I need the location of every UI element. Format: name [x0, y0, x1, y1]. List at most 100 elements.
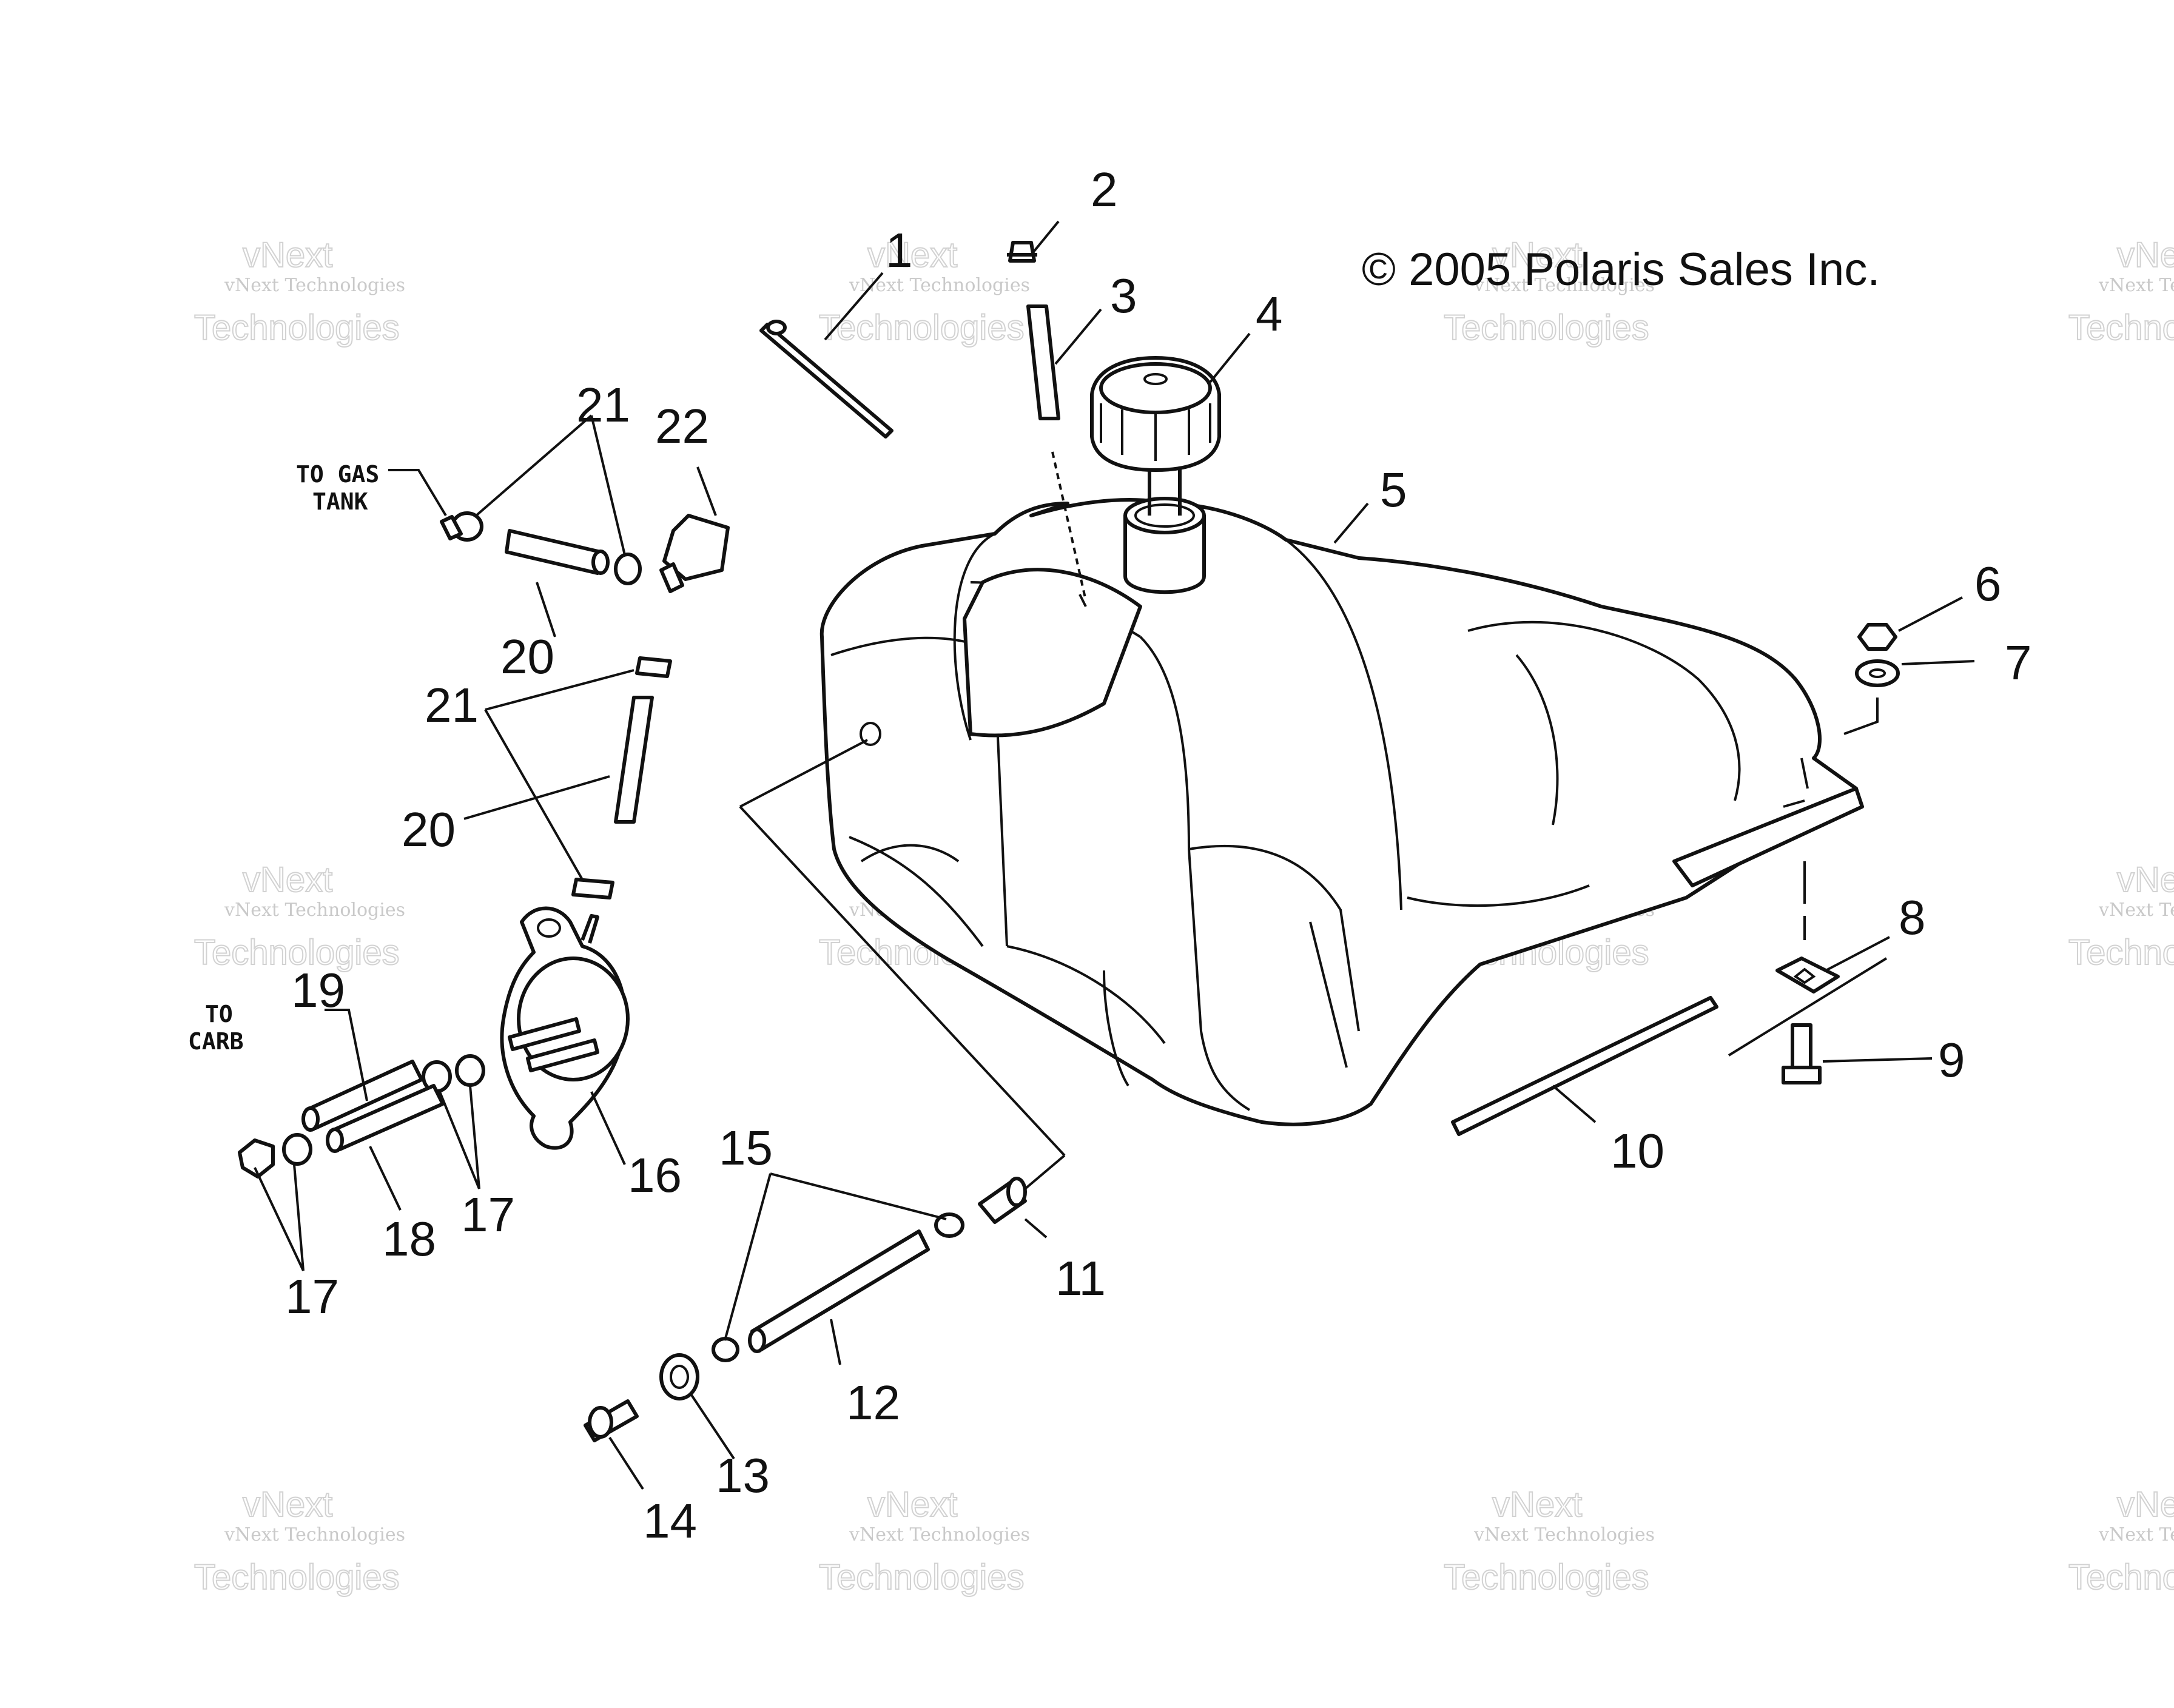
callout-18: 18 [382, 1212, 436, 1266]
to-carb-note: TO [205, 1001, 233, 1027]
watermark: vNext vNext Technologies Technologies [194, 235, 405, 348]
svg-text:vNext Technologies: vNext Technologies [2098, 275, 2174, 296]
svg-text:vNext Technologies: vNext Technologies [1473, 275, 1655, 296]
watermark: vNext vNext Technologies Technologies [2068, 1484, 2174, 1598]
svg-text:vNext: vNext [2117, 1485, 2174, 1524]
fuel-hose-20-upper [505, 529, 602, 575]
svg-text:Technologies: Technologies [1444, 1558, 1649, 1597]
svg-text:Technologies: Technologies [194, 308, 400, 348]
svg-text:vNext Technologies: vNext Technologies [224, 899, 405, 921]
callout-17-carb: 17 [285, 1269, 339, 1323]
callout-10: 10 [1610, 1124, 1664, 1178]
fuel-hose-20-middle [614, 696, 654, 824]
alignment-line [1728, 957, 1888, 1057]
to-carb-note-line2: CARB [188, 1028, 244, 1055]
callout-16: 16 [628, 1148, 682, 1202]
svg-text:vNext Technologies: vNext Technologies [849, 275, 1030, 296]
watermark: vNext vNext Technologies Technologies [2068, 235, 2174, 348]
to-gas-tank-note-line2: TANK [312, 488, 368, 515]
mount-pad [1775, 957, 1840, 994]
callout-15: 15 [719, 1121, 773, 1175]
callout-14: 14 [643, 1494, 697, 1548]
hose-clamp [571, 878, 614, 899]
watermark: vNext vNext Technologies Technologies [818, 235, 1030, 348]
washer [1855, 659, 1900, 687]
callout-2: 2 [1091, 163, 1118, 217]
callout-1: 1 [886, 223, 913, 277]
leader-lines [254, 220, 1975, 1490]
svg-text:vNext: vNext [1492, 1485, 1582, 1524]
svg-text:vNext: vNext [1492, 235, 1582, 275]
svg-text:vNext: vNext [867, 1485, 957, 1524]
rubber-strip [1451, 996, 1718, 1136]
svg-text:vNext Technologies: vNext Technologies [2098, 899, 2174, 921]
fuel-cap [1090, 356, 1221, 516]
vent-valve [1007, 241, 1037, 263]
strap [759, 323, 893, 439]
callout-20-middle: 20 [402, 802, 456, 856]
callout-8: 8 [1899, 890, 1926, 944]
hose-end [440, 515, 463, 540]
vent-hose [1026, 304, 1087, 601]
svg-text:vNext Technologies: vNext Technologies [224, 1524, 405, 1545]
fuel-pump [500, 906, 630, 1150]
svg-text:vNext: vNext [867, 235, 957, 275]
svg-text:vNext Technologies: vNext Technologies [224, 275, 405, 296]
callout-6: 6 [1974, 557, 2002, 611]
svg-text:Technologies: Technologies [819, 308, 1025, 348]
svg-text:vNext Technologies: vNext Technologies [849, 1524, 1030, 1545]
svg-text:vNext: vNext [2117, 860, 2174, 899]
svg-text:Technologies: Technologies [2068, 308, 2174, 348]
tank-outlet-port [860, 722, 881, 746]
svg-text:vNext: vNext [243, 860, 332, 899]
watermark: vNext vNext Technologies Technologies [818, 1484, 1030, 1598]
svg-text:Technologies: Technologies [1444, 308, 1649, 348]
fuel-hose-12 [750, 1229, 930, 1351]
watermark: vNext vNext Technologies Technologies [1443, 1484, 1655, 1598]
filler-neck [1123, 497, 1206, 594]
svg-text:Technologies: Technologies [2068, 1558, 2174, 1597]
svg-text:Technologies: Technologies [194, 933, 400, 972]
callout-22: 22 [655, 399, 709, 453]
callout-11: 11 [1055, 1251, 1106, 1305]
copyright-text: © 2005 Polaris Sales Inc. [1362, 244, 1880, 295]
watermark: vNext vNext Technologies Technologies [194, 1484, 405, 1598]
bolt [1782, 1023, 1822, 1084]
grommet [659, 1353, 699, 1400]
svg-text:Technologies: Technologies [194, 1558, 400, 1597]
nut [1857, 623, 1897, 651]
watermark: vNext vNext Technologies Technologies [1443, 235, 1655, 348]
callout-17-pump: 17 [461, 1188, 515, 1242]
fuel-tank [819, 498, 1864, 1126]
callout-4: 4 [1256, 287, 1283, 341]
callout-21-upper: 21 [576, 378, 630, 432]
hose-clamp [635, 656, 672, 678]
strap-end [766, 320, 787, 335]
svg-text:Technologies: Technologies [819, 1558, 1025, 1597]
svg-text:vNext Technologies: vNext Technologies [1473, 1524, 1655, 1545]
watermark: vNext vNext Technologies Technologies [194, 859, 405, 973]
hose-clamp [712, 1212, 964, 1362]
watermark: vNext vNext Technologies Technologies [2068, 859, 2174, 973]
callout-9: 9 [1938, 1033, 1965, 1087]
callout-21-middle: 21 [425, 678, 479, 732]
callout-19: 19 [291, 963, 345, 1017]
to-gas-tank-note: TO GAS [296, 461, 379, 488]
svg-text:vNext: vNext [243, 1485, 332, 1524]
callout-20-upper: 20 [500, 630, 554, 684]
callout-3: 3 [1110, 269, 1137, 323]
fuel-filter [659, 514, 730, 593]
washer-leader [1843, 698, 1879, 735]
hose-clamp [238, 1133, 312, 1178]
callouts: 1 2 3 4 5 6 7 8 9 10 11 12 13 14 15 16 1… [285, 163, 2032, 1548]
fitting-projection [739, 739, 1066, 1190]
svg-text:vNext Technologies: vNext Technologies [2098, 1524, 2174, 1545]
svg-text:Technologies: Technologies [2068, 933, 2174, 972]
hose-clamp [451, 511, 642, 585]
petcock [584, 1399, 639, 1442]
callout-13: 13 [716, 1448, 770, 1502]
svg-text:vNext: vNext [243, 235, 332, 275]
callout-7: 7 [2005, 636, 2032, 690]
svg-text:vNext: vNext [2117, 235, 2174, 275]
